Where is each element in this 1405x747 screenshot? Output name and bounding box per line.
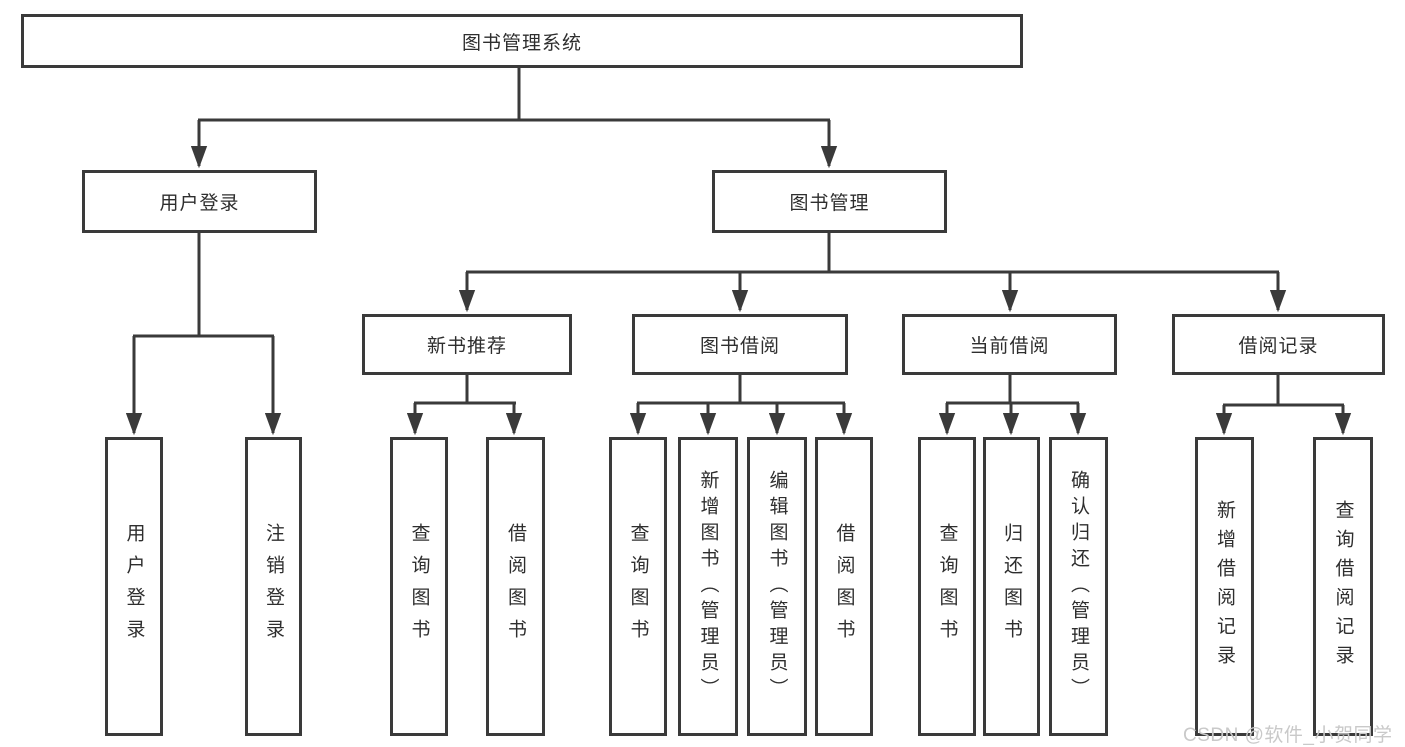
node-recommend-query-books-label: 查询图书	[408, 522, 430, 651]
node-book-borrow: 图书借阅	[632, 314, 848, 375]
node-borrow-query-books-label: 查询图书	[627, 522, 649, 651]
csdn-watermark: CSDN @软件_小贺同学	[1183, 725, 1393, 746]
node-book-borrow-label: 图书借阅	[699, 336, 780, 357]
node-add-borrow-record-label: 新增借阅记录	[1214, 499, 1235, 674]
node-current-borrow-label: 当前借阅	[969, 336, 1050, 357]
node-query-borrow-record-label: 查询借阅记录	[1332, 499, 1354, 674]
node-user-login: 用户登录	[82, 170, 317, 233]
node-book-management-label: 图书管理	[789, 193, 870, 214]
node-add-books-admin: 新增图书（管理员）	[678, 437, 738, 736]
node-logout-action: 注销登录	[245, 437, 302, 736]
node-add-borrow-record: 新增借阅记录	[1195, 437, 1254, 736]
node-logout-action-label: 注销登录	[263, 522, 284, 651]
node-query-borrow-record: 查询借阅记录	[1313, 437, 1373, 736]
node-borrow-books-label: 借阅图书	[833, 522, 855, 651]
node-borrow-records-label: 借阅记录	[1238, 336, 1319, 357]
node-return-books: 归还图书	[983, 437, 1040, 736]
node-recommend-borrow-books: 借阅图书	[486, 437, 545, 736]
node-recommend-borrow-books-label: 借阅图书	[505, 522, 526, 651]
node-root-label: 图书管理系统	[461, 32, 582, 54]
node-current-borrow: 当前借阅	[902, 314, 1117, 375]
node-borrow-query-books: 查询图书	[609, 437, 667, 736]
node-return-books-label: 归还图书	[1001, 522, 1022, 651]
node-edit-books-admin: 编辑图书（管理员）	[747, 437, 807, 736]
node-confirm-return-admin: 确认归还（管理员）	[1049, 437, 1108, 736]
node-borrow-books: 借阅图书	[815, 437, 873, 736]
node-new-book-recommend: 新书推荐	[362, 314, 572, 375]
node-add-books-admin-label: 新增图书（管理员）	[697, 469, 719, 704]
node-current-query-books: 查询图书	[918, 437, 976, 736]
node-borrow-records: 借阅记录	[1172, 314, 1385, 375]
node-login-action: 用户登录	[105, 437, 163, 736]
node-user-login-label: 用户登录	[159, 193, 240, 214]
node-confirm-return-admin-label: 确认归还（管理员）	[1068, 469, 1089, 704]
node-current-query-books-label: 查询图书	[936, 522, 958, 651]
node-book-management: 图书管理	[712, 170, 947, 233]
node-new-book-recommend-label: 新书推荐	[426, 336, 507, 357]
node-recommend-query-books: 查询图书	[390, 437, 448, 736]
node-login-action-label: 用户登录	[123, 522, 145, 651]
node-root: 图书管理系统	[21, 14, 1023, 68]
node-edit-books-admin-label: 编辑图书（管理员）	[766, 469, 788, 704]
